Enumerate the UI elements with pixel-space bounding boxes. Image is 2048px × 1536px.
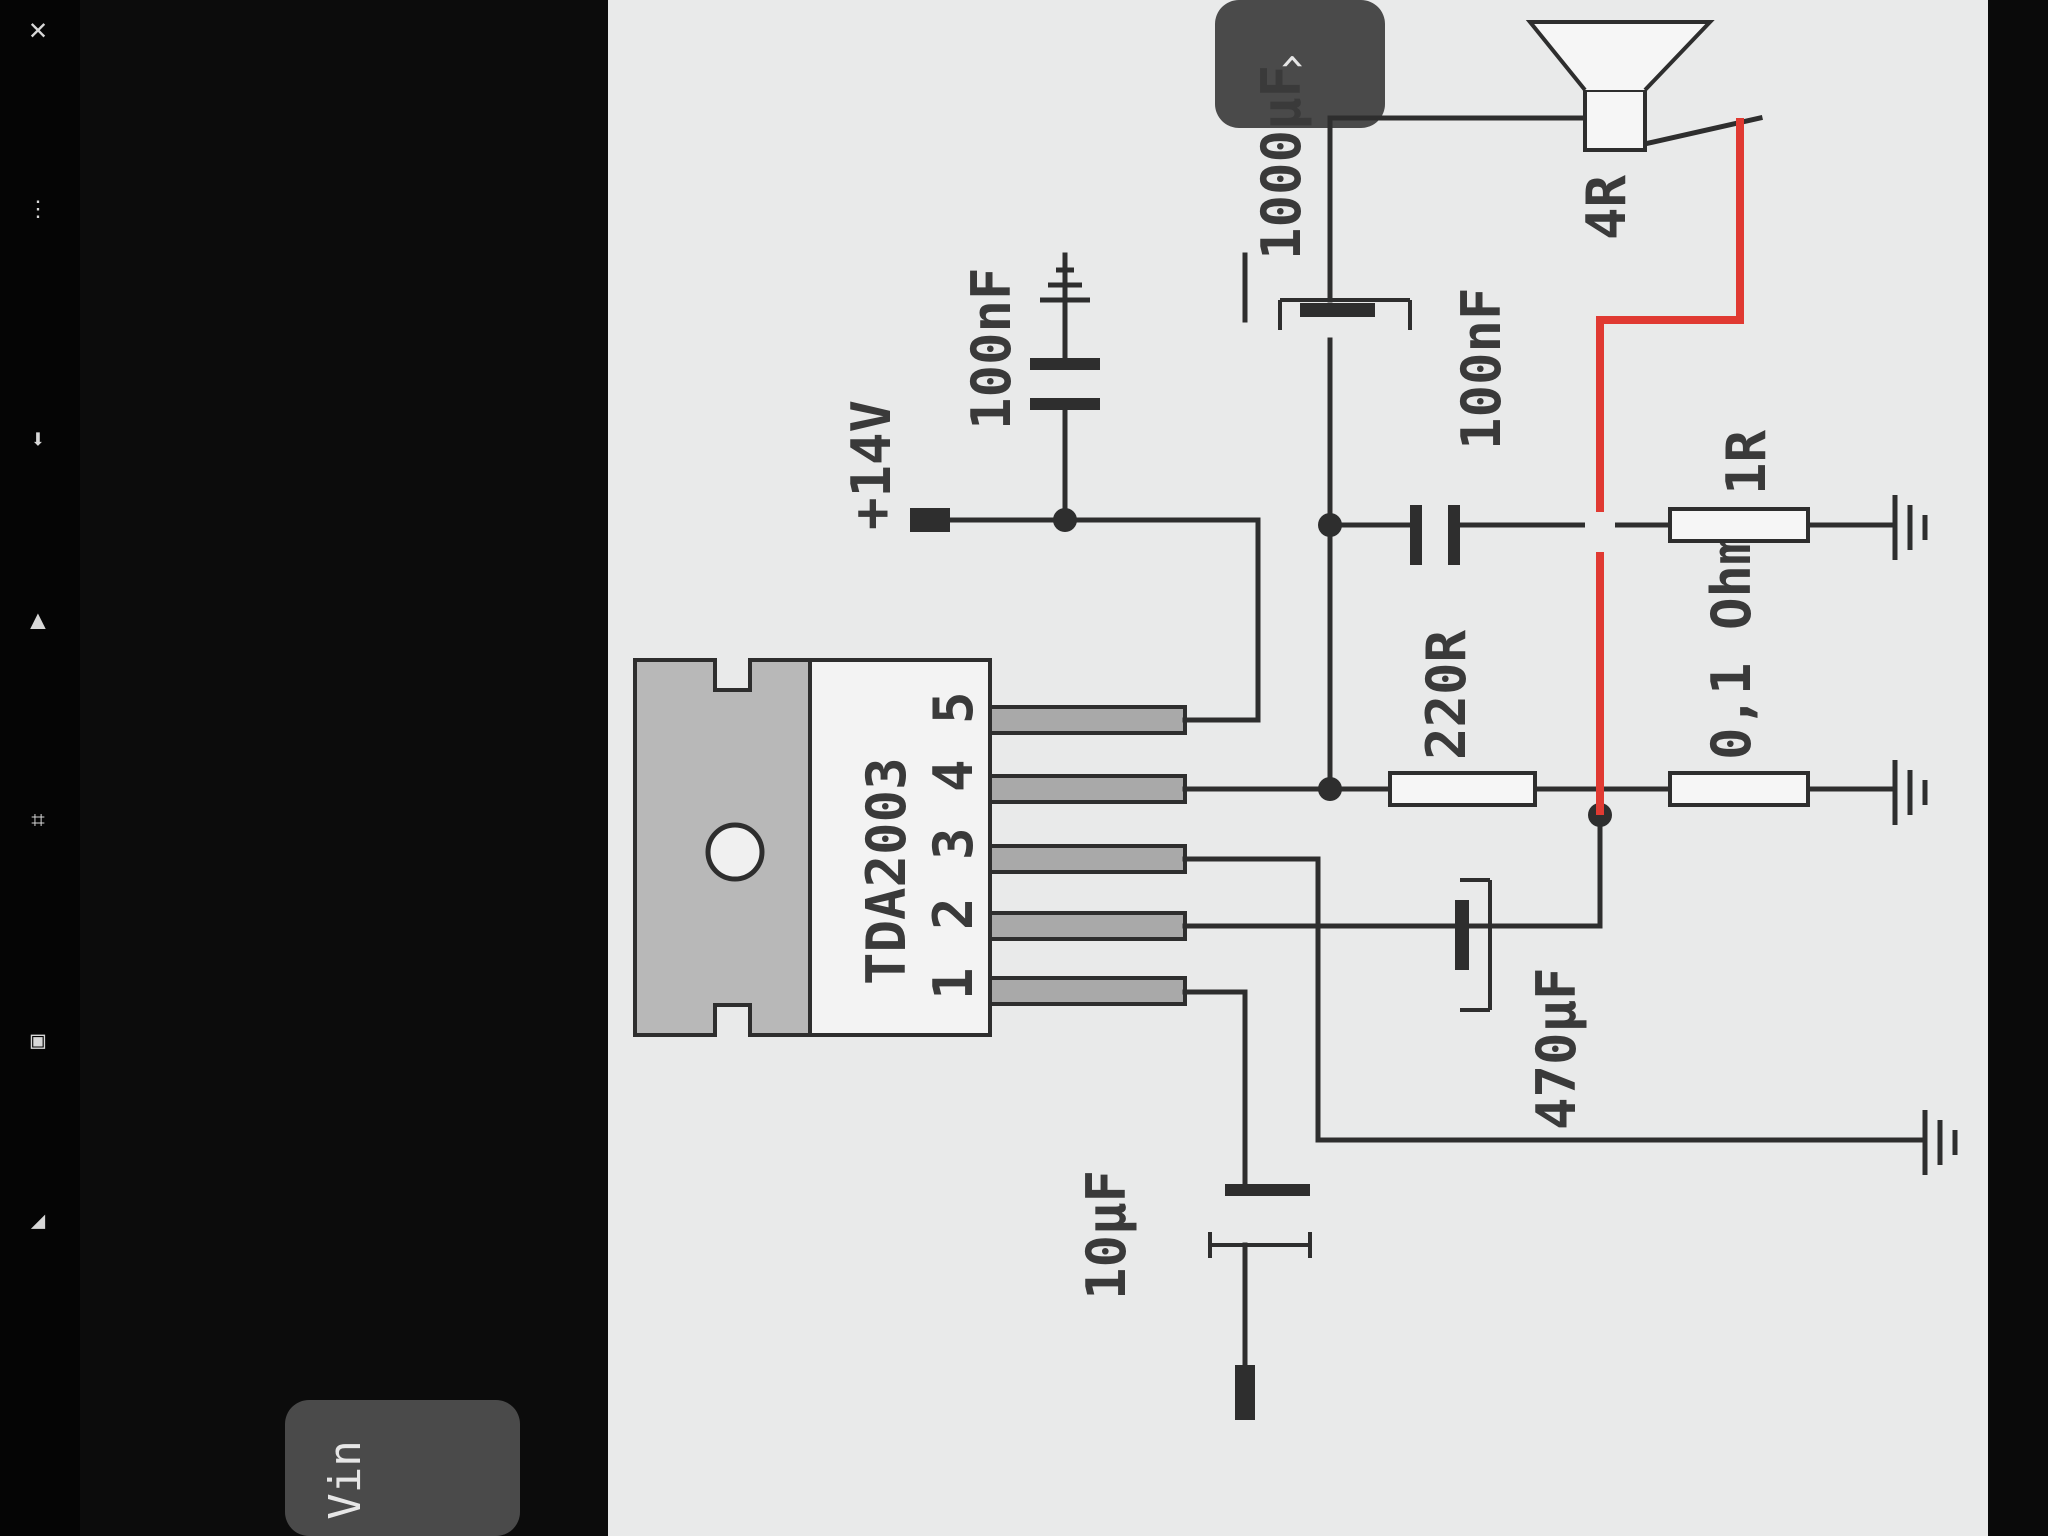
highlight-wire xyxy=(1596,118,1744,815)
ic-pin-1 xyxy=(988,976,1187,1006)
ground-symbols xyxy=(1892,495,1958,1175)
speaker-label: 4R xyxy=(1575,174,1638,240)
feedback-resistor xyxy=(1388,771,1537,807)
zobel-capacitor-label: 100nF xyxy=(1450,287,1513,450)
zobel-resistor-label: 1R xyxy=(1715,429,1778,495)
vin-terminal xyxy=(1235,1365,1255,1420)
ground-resistor xyxy=(1668,771,1810,807)
battery-icon: ◢ xyxy=(30,1206,46,1234)
feedback-capacitor-label: 470µF xyxy=(1525,967,1588,1130)
input-capacitor-label: 10µF xyxy=(1075,1170,1138,1300)
signal-icon: ⋮ xyxy=(27,197,49,222)
zobel-resistor xyxy=(1668,507,1810,543)
pin-number-5: 5 xyxy=(922,691,985,724)
status-bar: ✕ ⋮ ⬇ ▲ ⌗ ▣ ◢ xyxy=(0,0,80,1536)
back-button[interactable] xyxy=(285,1400,520,1536)
output-capacitor xyxy=(1278,298,1412,330)
pin-number-3: 3 xyxy=(922,827,985,860)
close-icon[interactable]: ✕ xyxy=(28,12,48,47)
pin-number-2: 2 xyxy=(922,897,985,930)
pin-number-4: 4 xyxy=(922,759,985,792)
ic-pin-3 xyxy=(988,844,1187,874)
pin-number-1: 1 xyxy=(922,967,985,1000)
input-capacitor xyxy=(1208,1184,1312,1258)
ic-pin-2 xyxy=(988,911,1187,941)
supply-capacitor-label: 100nF xyxy=(960,267,1023,430)
ic-package xyxy=(808,658,992,1037)
wifi-icon: ▲ xyxy=(30,605,46,635)
speaker xyxy=(1525,20,1715,152)
screenshot-icon: ⌗ xyxy=(31,806,45,834)
image-icon: ▣ xyxy=(30,1026,46,1054)
supply-label: +14V xyxy=(840,400,903,530)
download-icon: ⬇ xyxy=(30,425,46,455)
ic-pin-5 xyxy=(988,705,1187,735)
supply-terminal xyxy=(910,508,950,532)
supply-capacitor xyxy=(1030,358,1100,410)
feedback-resistor-label: 220R xyxy=(1415,629,1478,760)
ic-mount-hole xyxy=(705,822,765,882)
feedback-capacitor xyxy=(1455,878,1492,1012)
forward-button[interactable] xyxy=(1215,0,1385,128)
input-label: Vin xyxy=(320,1440,371,1519)
ground-resistor-label: 0,1 Ohm xyxy=(1700,532,1763,760)
chevron-right-icon: › xyxy=(1265,49,1316,76)
side-bar xyxy=(1988,0,2048,1536)
ic-pin-4 xyxy=(988,774,1187,804)
wires xyxy=(942,115,1928,1398)
ic-name: TDA2003 xyxy=(855,757,918,985)
output-capacitor-label: 1000µF xyxy=(1250,65,1313,260)
zobel-capacitor xyxy=(1410,505,1460,565)
wire-gap xyxy=(1585,512,1615,552)
supply-ground xyxy=(1040,255,1090,303)
